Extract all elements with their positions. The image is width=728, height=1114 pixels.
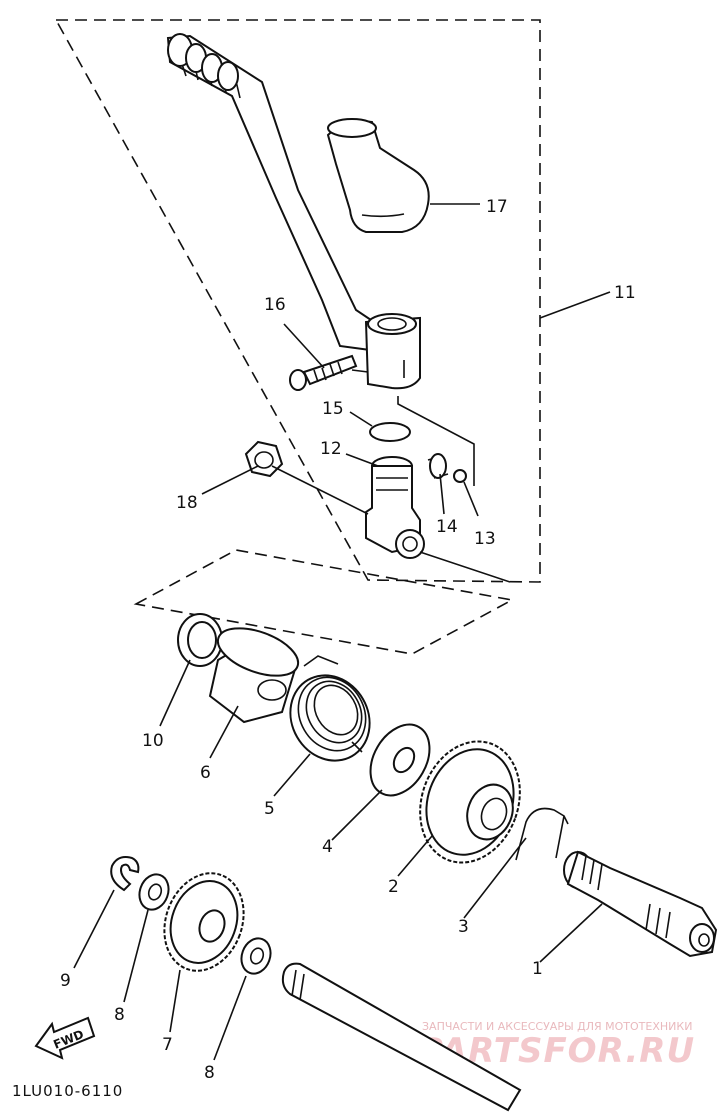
callout-11: 11	[614, 283, 636, 303]
drawing-code: 1LU010-6110	[12, 1082, 123, 1100]
kick-boot-part	[326, 118, 430, 233]
callout-2: 2	[388, 877, 399, 897]
idler-gear-part	[163, 872, 245, 972]
callout-8-lower: 8	[204, 1063, 215, 1083]
lock-nut-part	[244, 440, 284, 478]
watermark-tagline: ЗАПЧАСТИ И АКСЕССУАРЫ ДЛЯ МОТОТЕХНИКИ	[422, 1020, 692, 1033]
main-shaft	[281, 962, 522, 1112]
callout-8-upper: 8	[114, 1005, 125, 1025]
bracket-line	[397, 396, 475, 486]
circlip-part	[110, 856, 140, 892]
washer-lower-part	[240, 937, 272, 975]
callout-5: 5	[264, 799, 275, 819]
kick-gear-part	[419, 740, 521, 864]
kick-clip-part	[515, 807, 569, 861]
spring-cover-part	[208, 627, 300, 724]
callout-3: 3	[458, 917, 469, 937]
kick-assembly-outline	[54, 19, 541, 583]
washer-small-part	[138, 873, 170, 911]
callout-13: 13	[474, 529, 496, 549]
leader-lines	[73, 203, 611, 1061]
callout-7: 7	[162, 1035, 173, 1055]
torsion-spring-part	[289, 655, 371, 762]
pinch-bolt-part	[289, 354, 358, 391]
callout-9: 9	[60, 971, 71, 991]
o-ring-part	[369, 422, 411, 442]
washer-part	[369, 723, 431, 797]
callout-15: 15	[322, 399, 344, 419]
oil-seal-part	[177, 613, 223, 667]
fwd-arrow-icon: FWD	[34, 1016, 96, 1060]
steel-ball-part	[453, 469, 467, 483]
callout-6: 6	[200, 763, 211, 783]
callout-10: 10	[142, 731, 164, 751]
callout-18: 18	[176, 493, 198, 513]
callout-12: 12	[320, 439, 342, 459]
kick-axle-part	[563, 850, 718, 958]
callout-1: 1	[532, 959, 543, 979]
kick-boss-part	[365, 456, 425, 559]
callout-17: 17	[486, 197, 508, 217]
detent-spring-part	[427, 453, 449, 479]
kick-crank-lever	[166, 33, 421, 390]
callout-16: 16	[264, 295, 286, 315]
callout-4: 4	[322, 837, 333, 857]
callout-14: 14	[436, 517, 458, 537]
